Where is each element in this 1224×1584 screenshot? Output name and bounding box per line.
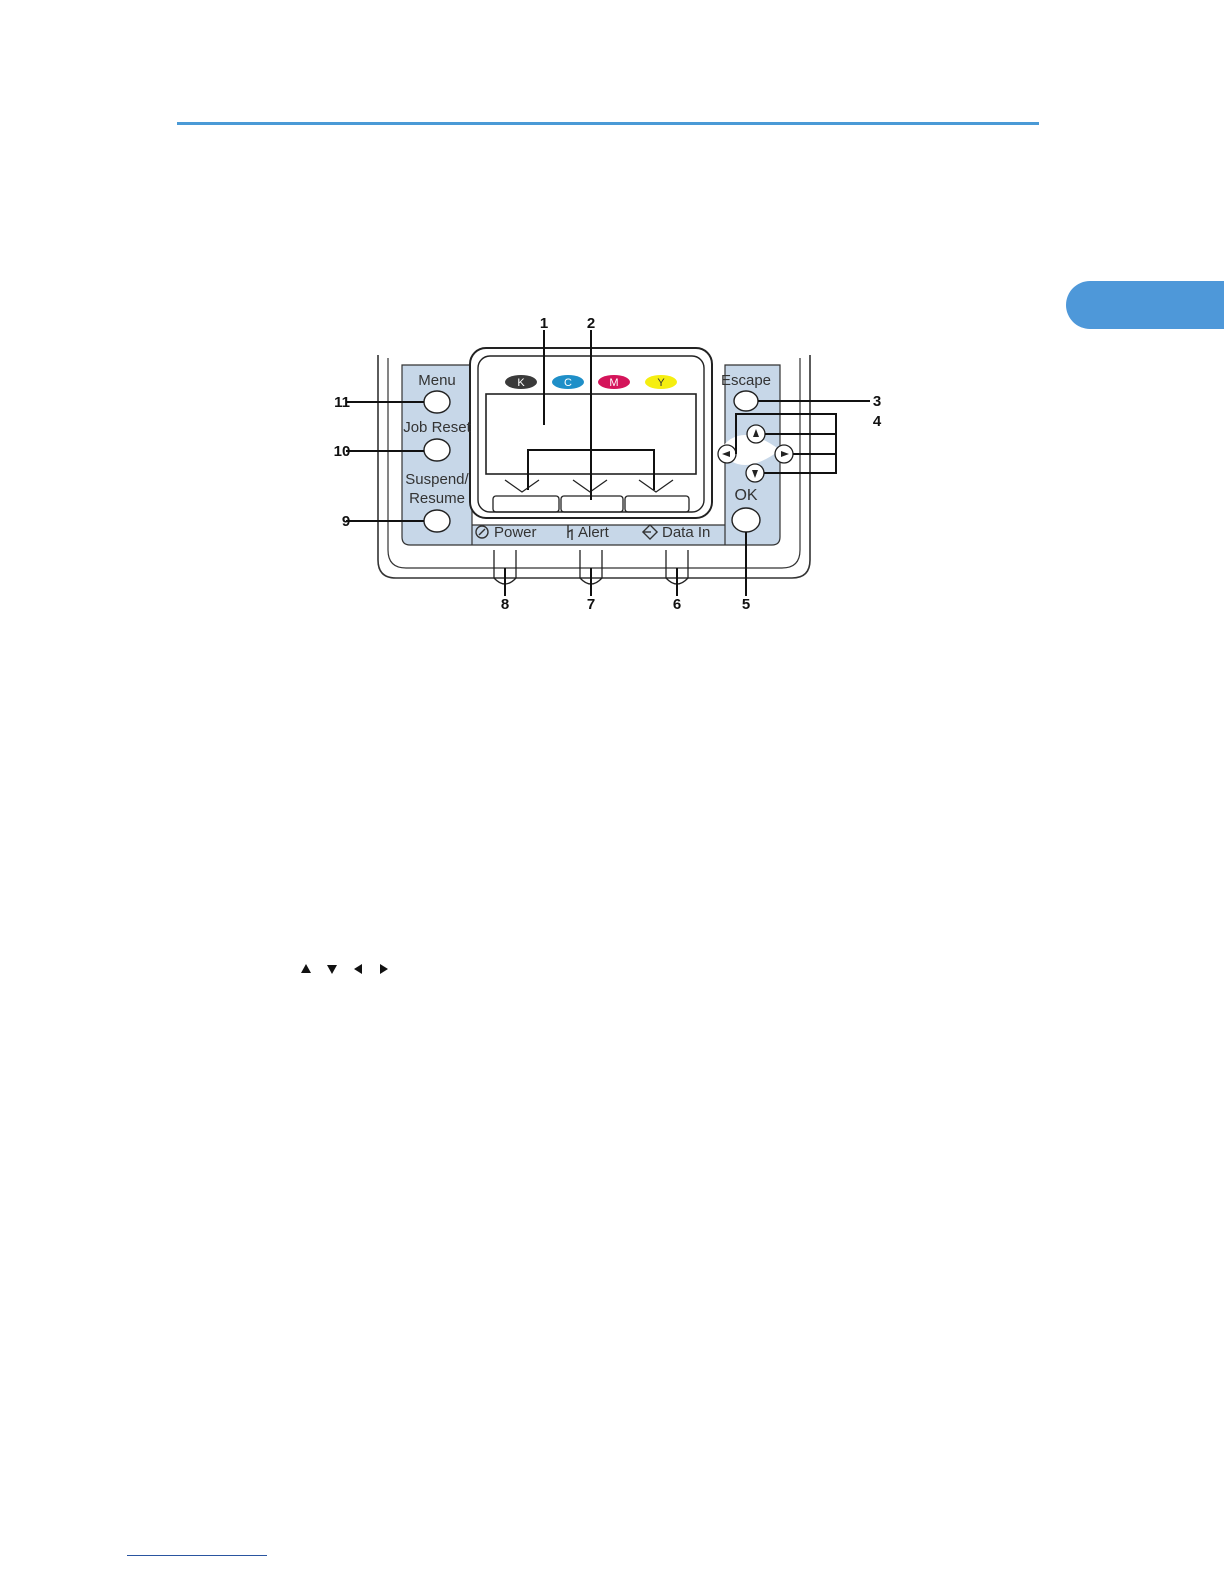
callout-11: 11	[334, 394, 350, 411]
menu-button[interactable]	[424, 391, 450, 413]
chapter-tab	[1066, 281, 1224, 329]
toner-k-label: K	[517, 377, 525, 389]
toner-y-label: Y	[657, 377, 665, 389]
job-reset-button[interactable]	[424, 439, 450, 461]
up-arrow-icon	[300, 963, 312, 975]
toner-c-label: C	[564, 377, 572, 389]
callout-9: 9	[342, 513, 350, 530]
callout-3: 3	[873, 393, 881, 410]
callout-4: 4	[873, 413, 882, 430]
callout-2: 2	[587, 315, 595, 332]
escape-button-label: Escape	[721, 372, 771, 389]
nav-arrow-glyphs	[300, 962, 390, 976]
control-panel-illustration: K C M Y Menu Job Reset Suspend/ Resume E…	[300, 300, 900, 620]
left-arrow-icon	[352, 963, 364, 975]
callout-10: 10	[334, 443, 351, 460]
down-arrow-icon	[326, 963, 338, 975]
escape-button[interactable]	[734, 391, 758, 411]
ok-button-label: OK	[734, 487, 757, 504]
job-reset-button-label: Job Reset	[403, 419, 471, 436]
callout-1: 1	[540, 315, 548, 332]
callout-5: 5	[742, 596, 750, 613]
menu-button-label: Menu	[418, 372, 456, 389]
right-arrow-icon	[378, 963, 390, 975]
suspend-button-label-2: Resume	[409, 490, 465, 507]
ok-button[interactable]	[732, 508, 760, 532]
alert-indicator-label: Alert	[578, 524, 610, 541]
suspend-button-label-1: Suspend/	[405, 471, 469, 488]
power-indicator-label: Power	[494, 524, 537, 541]
callout-7: 7	[587, 596, 595, 613]
callout-8: 8	[501, 596, 509, 613]
footer-link-underline	[127, 1555, 267, 1556]
header-rule	[177, 122, 1039, 125]
callout-6: 6	[673, 596, 681, 613]
toner-m-label: M	[609, 377, 618, 389]
suspend-resume-button[interactable]	[424, 510, 450, 532]
data-in-indicator-label: Data In	[662, 524, 710, 541]
